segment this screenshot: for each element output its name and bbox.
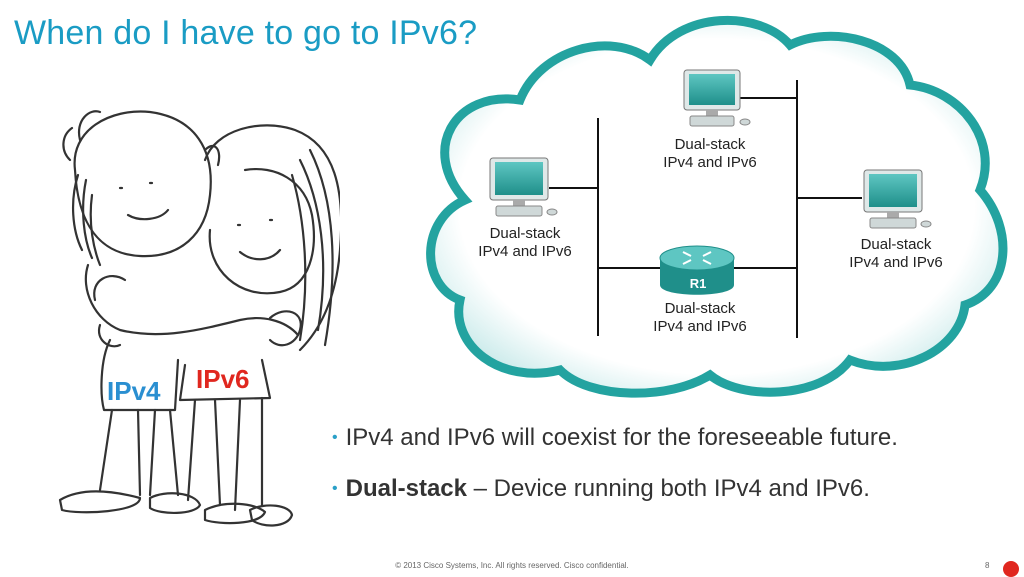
cloud-shape: [426, 15, 1008, 398]
bullet-list: • IPv4 and IPv6 will coexist for the fore…: [332, 424, 898, 526]
router-label-line2: IPv4 and IPv6: [653, 318, 747, 335]
router-icon: [659, 245, 735, 295]
pc-left-icon: [489, 157, 558, 217]
router-name: R1: [689, 276, 707, 291]
bullet-text: IPv4 and IPv6 will coexist for the fores…: [345, 424, 898, 451]
pc-top-label-line1: Dual-stack: [674, 136, 746, 153]
bullet-text: – Device running both IPv4 and IPv6.: [467, 475, 870, 502]
bullet-item: • IPv4 and IPv6 will coexist for the fore…: [332, 424, 898, 455]
ipv6-tag: IPv6: [196, 364, 250, 394]
pc-left-label-line1: Dual-stack: [489, 225, 561, 242]
copyright-footer: © 2013 Cisco Systems, Inc. All rights re…: [395, 561, 629, 570]
router-label-line1: Dual-stack: [664, 300, 736, 317]
pc-right-label: Dual-stack IPv4 and IPv6: [826, 236, 966, 272]
page-number: 8: [985, 561, 990, 570]
pc-right-label-line2: IPv4 and IPv6: [849, 254, 943, 271]
pc-left-label: Dual-stack IPv4 and IPv6: [455, 225, 595, 261]
cisco-red-dot-icon: [1003, 561, 1019, 577]
router-label: Dual-stack IPv4 and IPv6: [630, 300, 770, 336]
bullet-dot-icon: •: [332, 429, 338, 446]
bullet-bold: Dual-stack: [345, 475, 467, 502]
hugging-figures-illustration: [58, 110, 340, 527]
pc-top-label: Dual-stack IPv4 and IPv6: [640, 136, 780, 172]
pc-left-label-line2: IPv4 and IPv6: [478, 243, 572, 260]
pc-top-icon: [683, 69, 751, 127]
slide-title: When do I have to go to IPv6?: [14, 14, 478, 52]
pc-right-icon: [863, 169, 932, 229]
bullet-dot-icon: •: [332, 480, 338, 497]
bullet-item: • Dual-stack – Device running both IPv4 a…: [332, 475, 898, 506]
pc-top-label-line2: IPv4 and IPv6: [663, 154, 757, 171]
ipv4-tag: IPv4: [107, 376, 161, 406]
pc-right-label-line1: Dual-stack: [860, 236, 932, 253]
